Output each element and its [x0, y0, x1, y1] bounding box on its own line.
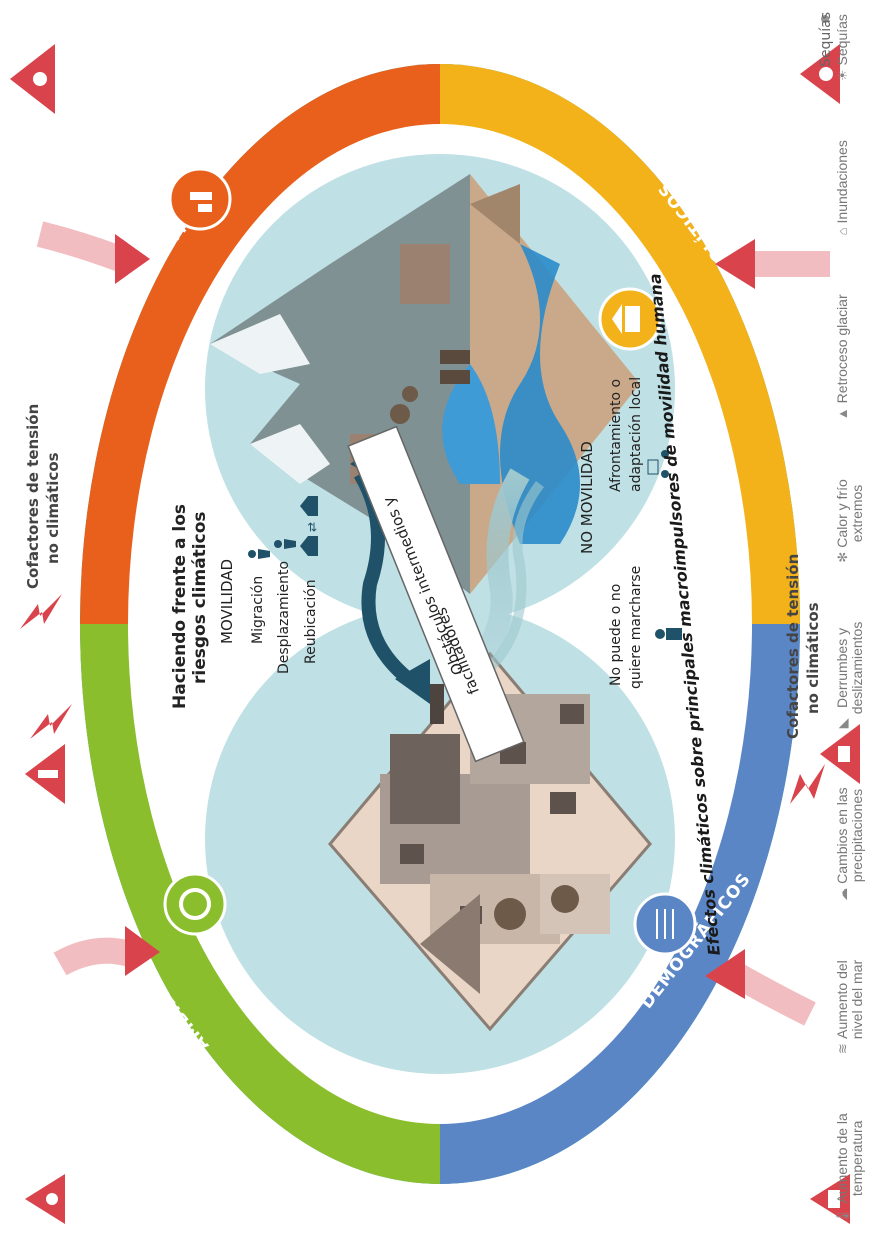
- legend-item: ☀ Sequías: [834, 14, 851, 82]
- standing-person-icon: [655, 628, 682, 640]
- legend-item-sequias: Sequías: [818, 12, 834, 67]
- legend-label: Retroceso glaciar: [834, 294, 850, 404]
- obstacles-banner: [347, 425, 525, 763]
- legend-label: Calor y frío: [834, 479, 850, 548]
- lightning-left-icon: [20, 594, 62, 629]
- no-mobility-right-line2: adaptación local: [628, 377, 644, 492]
- hazard-arrow-bottom-left: [705, 949, 816, 1026]
- drought-sun-icon: ☀: [835, 69, 850, 82]
- nature-recycle-icon: [163, 872, 227, 936]
- economy-chart-icon: [168, 167, 232, 231]
- legend-label: precipitaciones: [849, 788, 865, 883]
- hazard-triangle-landslide-icon: [25, 1174, 65, 1224]
- legend-item: ⌂ Inundaciones: [834, 140, 850, 236]
- no-mobility-right-line1: Afrontamiento o: [608, 379, 624, 492]
- no-mobility-left-line1: No puede o no: [608, 584, 624, 686]
- heading-line1: Haciendo frente a los: [170, 504, 190, 709]
- legend-label: Sequías: [834, 14, 850, 66]
- government-building-icon: [598, 287, 662, 351]
- glacier-icon: ▲: [835, 407, 850, 421]
- lightning-bolts: [20, 594, 825, 804]
- drought-icon: [821, 15, 829, 23]
- relocation-houses-icon: ⇄: [300, 496, 319, 556]
- cofactors-left-line1: Cofactores de tensión: [24, 404, 42, 589]
- community-people-icon: [647, 450, 669, 478]
- mobility-item-2: Desplazamiento: [276, 561, 292, 674]
- hazard-triangle-rain-icon: [800, 44, 840, 104]
- hazard-arrow-bottom-right: [715, 239, 830, 289]
- hazard-triangle-flood-icon: [810, 1174, 850, 1224]
- mobility-title: MOVILIDAD: [218, 559, 236, 644]
- lightning-mid-icon: [30, 704, 72, 739]
- town-scene-illustration: [328, 651, 652, 1032]
- legend-label: Cambios en las: [834, 787, 850, 884]
- legend-label: extremos: [849, 484, 865, 543]
- legend-label: nivel del mar: [849, 959, 865, 1040]
- legend-item: ▲ Retroceso glaciar: [834, 294, 850, 421]
- hazard-arrow-top-right: [36, 221, 150, 284]
- landslide-icon: ◣: [835, 718, 850, 729]
- svg-text:⇄: ⇄: [305, 522, 319, 532]
- cofactors-left-line2: no climáticos: [44, 452, 62, 564]
- walking-person-icon: [248, 539, 296, 559]
- lightning-right-icon: [790, 764, 825, 804]
- legend-label: Inundaciones: [834, 140, 850, 224]
- mobility-item-3: Reubicación: [303, 579, 319, 664]
- legend-label: Derrumbes y: [834, 627, 850, 709]
- heading-line2: riesgos climáticos: [190, 512, 210, 685]
- hazard-triangles: [10, 44, 860, 1224]
- mobility-item-1: Migración: [250, 576, 266, 644]
- sea-level-icon: ≋: [835, 1043, 850, 1055]
- legend-label: Aumento de la: [834, 1113, 850, 1204]
- hazard-triangle-sea-level-icon: [820, 724, 860, 784]
- legend-label: temperatura: [849, 1120, 865, 1197]
- hazard-arrow-top-left: [53, 926, 160, 976]
- legend-label: Aumento del: [834, 960, 850, 1039]
- hazard-triangle-drought-icon: [10, 44, 55, 114]
- population-icon: [633, 892, 697, 956]
- hazard-arrows: [36, 221, 830, 1026]
- rain-cloud-icon: ☁: [835, 887, 850, 901]
- cofactors-right-line2: no climáticos: [804, 602, 822, 714]
- hazard-triangle-thermometer-icon: [25, 744, 65, 804]
- legend: Sequías: [818, 12, 834, 67]
- cofactors-right-line1: Cofactores de tensión: [784, 554, 802, 739]
- no-mobility-left-line2: quiere marcharse: [628, 566, 644, 689]
- no-mobility-title: NO MOVILIDAD: [578, 441, 596, 554]
- thermometer-icon: ✻: [835, 551, 850, 563]
- temperature-rise-icon: 🌡: [835, 1207, 850, 1224]
- flood-icon: ⌂: [835, 227, 850, 236]
- legend-label: deslizamientos: [849, 621, 865, 715]
- svg-text:Sequías: Sequías: [818, 12, 834, 67]
